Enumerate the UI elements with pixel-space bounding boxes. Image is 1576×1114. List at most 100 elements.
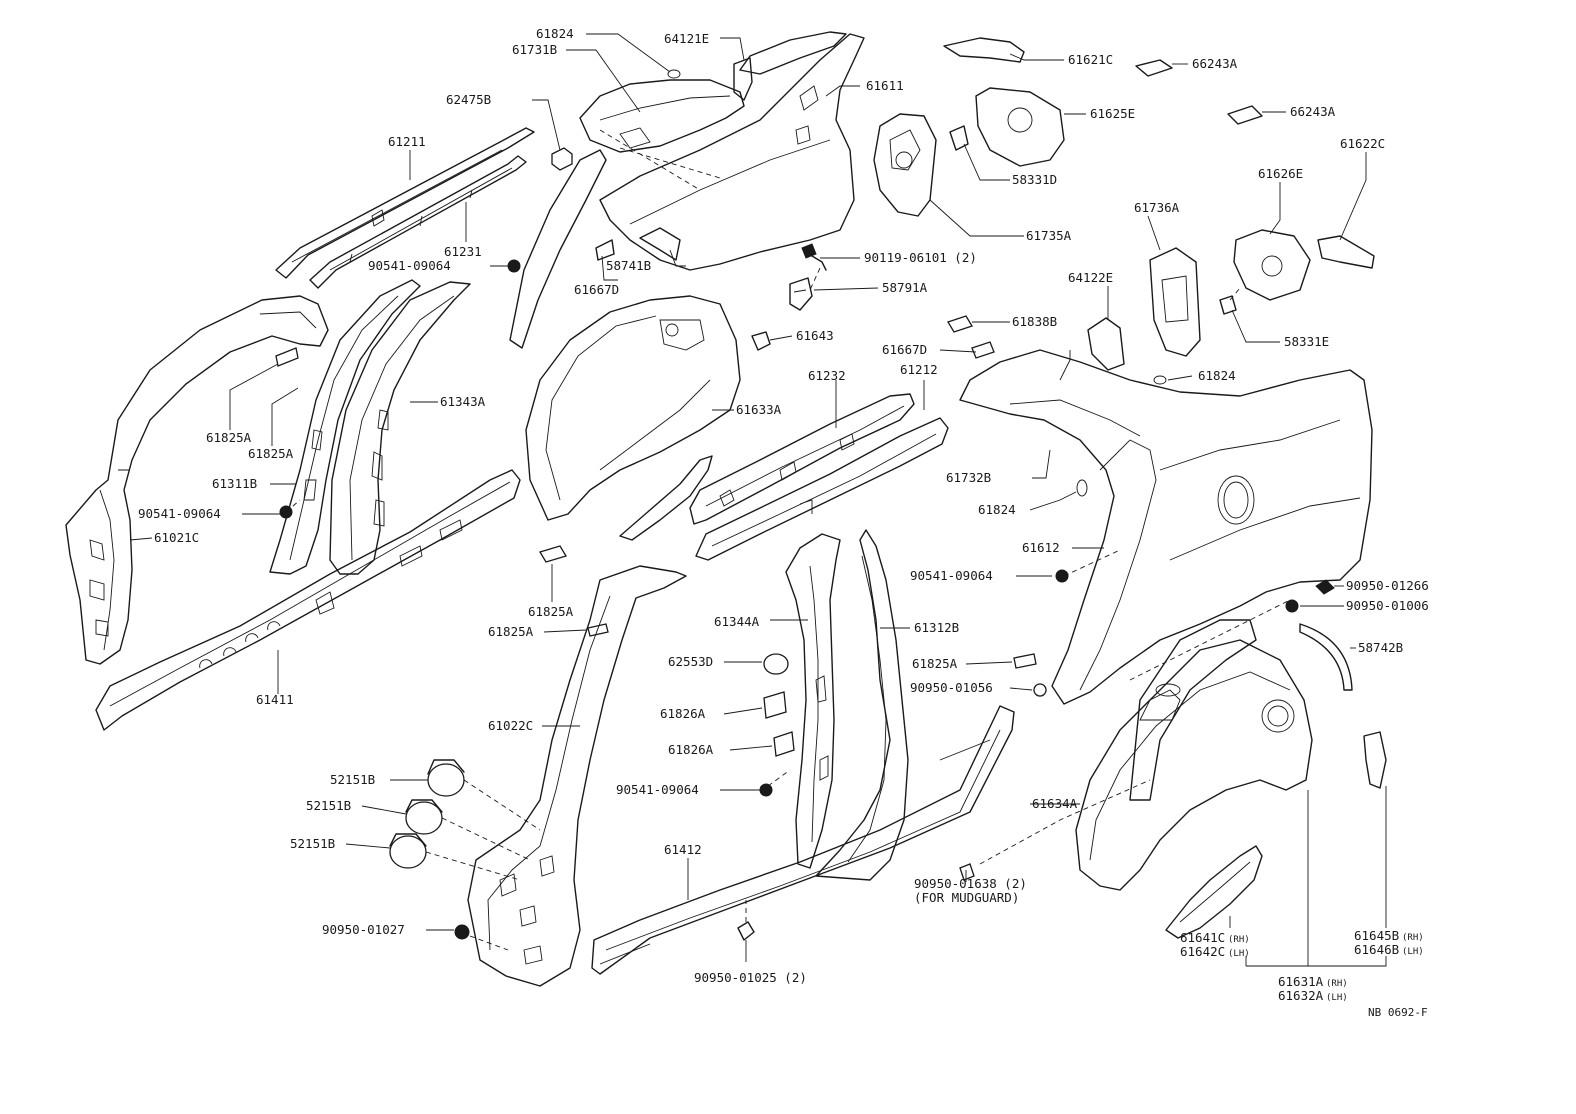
flap-piece [619, 455, 713, 541]
panel-61736a [1149, 247, 1201, 357]
label-61622c: 61622C [1340, 136, 1385, 151]
label-61646b-lh: (LH) [1402, 947, 1424, 957]
front-pillar-61021c [65, 295, 329, 665]
label-61412: 61412 [664, 842, 702, 857]
grommet-90950-01266 [1315, 579, 1335, 595]
grommet-61824-a [667, 69, 681, 79]
label-61625e: 61625E [1090, 106, 1135, 121]
panel-61621c [943, 37, 1025, 63]
label-90950-01006: 90950-01006 [1346, 598, 1429, 613]
grommet-61824-c [1076, 479, 1088, 497]
label-61631a-rh: (RH) [1326, 979, 1348, 989]
panel-61735a [873, 113, 937, 217]
cushion-52151b-1 [427, 759, 465, 797]
label-61611: 61611 [866, 78, 904, 93]
label-61312b: 61312B [914, 620, 959, 635]
label-61732b: 61732B [946, 470, 991, 485]
label-61641c: 61641C [1180, 930, 1225, 945]
patch-61826a-2 [773, 731, 795, 757]
plug-90541-a [507, 259, 521, 273]
leader-lines [129, 33, 1387, 967]
clip-62475b [551, 147, 573, 171]
label-61344a: 61344A [714, 614, 760, 629]
center-pillar-61344a [785, 533, 841, 869]
patch-61667d-right [971, 341, 995, 359]
label-61645b-rh: (RH) [1402, 933, 1424, 943]
bracket-61645b [1363, 731, 1387, 789]
label-61311b: 61311B [212, 476, 257, 491]
label-61626e: 61626E [1258, 166, 1303, 181]
cushion-52151b-2 [405, 799, 443, 835]
panel-61622c [1317, 235, 1375, 269]
package-tray-area-61731b [579, 79, 745, 191]
rocker-panel-61412 [591, 705, 1015, 975]
plug-90541-d [759, 783, 773, 797]
label-90950-01027: 90950-01027 [322, 922, 405, 937]
patch-61838b [947, 315, 973, 333]
label-90950-01056: 90950-01056 [910, 680, 993, 695]
bracket-58331d [949, 125, 969, 151]
label-61642c-lh: (LH) [1228, 949, 1250, 959]
label-66243a-top: 66243A [1192, 56, 1238, 71]
label-58331d: 58331D [1012, 172, 1057, 187]
front-pillar-lower-61022c [467, 565, 687, 987]
label-58791a: 58791A [882, 280, 928, 295]
rear-pillar-reinforce [509, 149, 607, 349]
shield-61667d-left [595, 239, 615, 261]
bracket-58791a [789, 277, 813, 311]
label-61633a: 61633A [736, 402, 782, 417]
label-61825a-a: 61825A [206, 430, 252, 445]
label-90950-01266: 90950-01266 [1346, 578, 1429, 593]
stay-58741b [639, 227, 681, 261]
label-90950-01638: 90950-01638 (2) [914, 876, 1027, 891]
figure-code: NB 0692-F [1368, 1006, 1428, 1019]
plug-90541-c [1055, 569, 1069, 583]
clip-90950-01638 [959, 863, 975, 881]
label-61667d-left: 61667D [574, 282, 619, 297]
label-61645b: 61645B [1354, 928, 1399, 943]
bracket-61641c [1165, 845, 1263, 939]
label-61641c-rh: (RH) [1228, 935, 1250, 945]
label-90541-09064-left: 90541-09064 [138, 506, 221, 521]
label-61826a-2: 61826A [668, 742, 714, 757]
label-61411: 61411 [256, 692, 294, 707]
roof-inner-61232 [689, 393, 915, 525]
roof-side-rail-61211 [275, 127, 535, 279]
plug-90950-01056 [1033, 683, 1047, 697]
label-58741b: 58741B [606, 258, 651, 273]
label-61736a: 61736A [1134, 200, 1180, 215]
panel-61626e [1233, 229, 1311, 301]
assembly-lines [285, 267, 1291, 951]
label-61667d-right: 61667D [882, 342, 927, 357]
label-62475b: 62475B [446, 92, 491, 107]
quarter-panel-61612 [959, 349, 1373, 705]
grommet-61824-b [1153, 375, 1167, 385]
part-labels: 61824 64121E 61731B 61621C 66243A 62475B… [138, 26, 1429, 1019]
bracket-64122e [1087, 317, 1125, 371]
label-61634a: 61634A [1032, 796, 1078, 811]
label-52151b-1: 52151B [330, 772, 375, 787]
label-61824-top: 61824 [536, 26, 574, 41]
panel-61625e [975, 87, 1065, 167]
plug-90950-01027 [454, 924, 470, 940]
label-52151b-3: 52151B [290, 836, 335, 851]
cushion-62553d [763, 653, 789, 675]
label-61825a-d: 61825A [488, 624, 534, 639]
label-61838b: 61838B [1012, 314, 1057, 329]
label-61825a-c: 61825A [528, 604, 574, 619]
clip-61643 [751, 331, 771, 351]
label-90541-09064-center: 90541-09064 [616, 782, 699, 797]
label-61825a-b: 61825A [248, 446, 294, 461]
label-61646b: 61646B [1354, 942, 1399, 957]
bracket-64121e [733, 57, 753, 101]
label-61643: 61643 [796, 328, 834, 343]
label-66243a-right: 66243A [1290, 104, 1336, 119]
label-61612: 61612 [1022, 540, 1060, 555]
label-61021c: 61021C [154, 530, 199, 545]
label-90541-09064-top: 90541-09064 [368, 258, 451, 273]
label-61632a: 61632A [1278, 988, 1324, 1003]
label-62553d: 62553D [668, 654, 713, 669]
label-61631a: 61631A [1278, 974, 1324, 989]
quarter-inner-61611 [599, 31, 865, 271]
